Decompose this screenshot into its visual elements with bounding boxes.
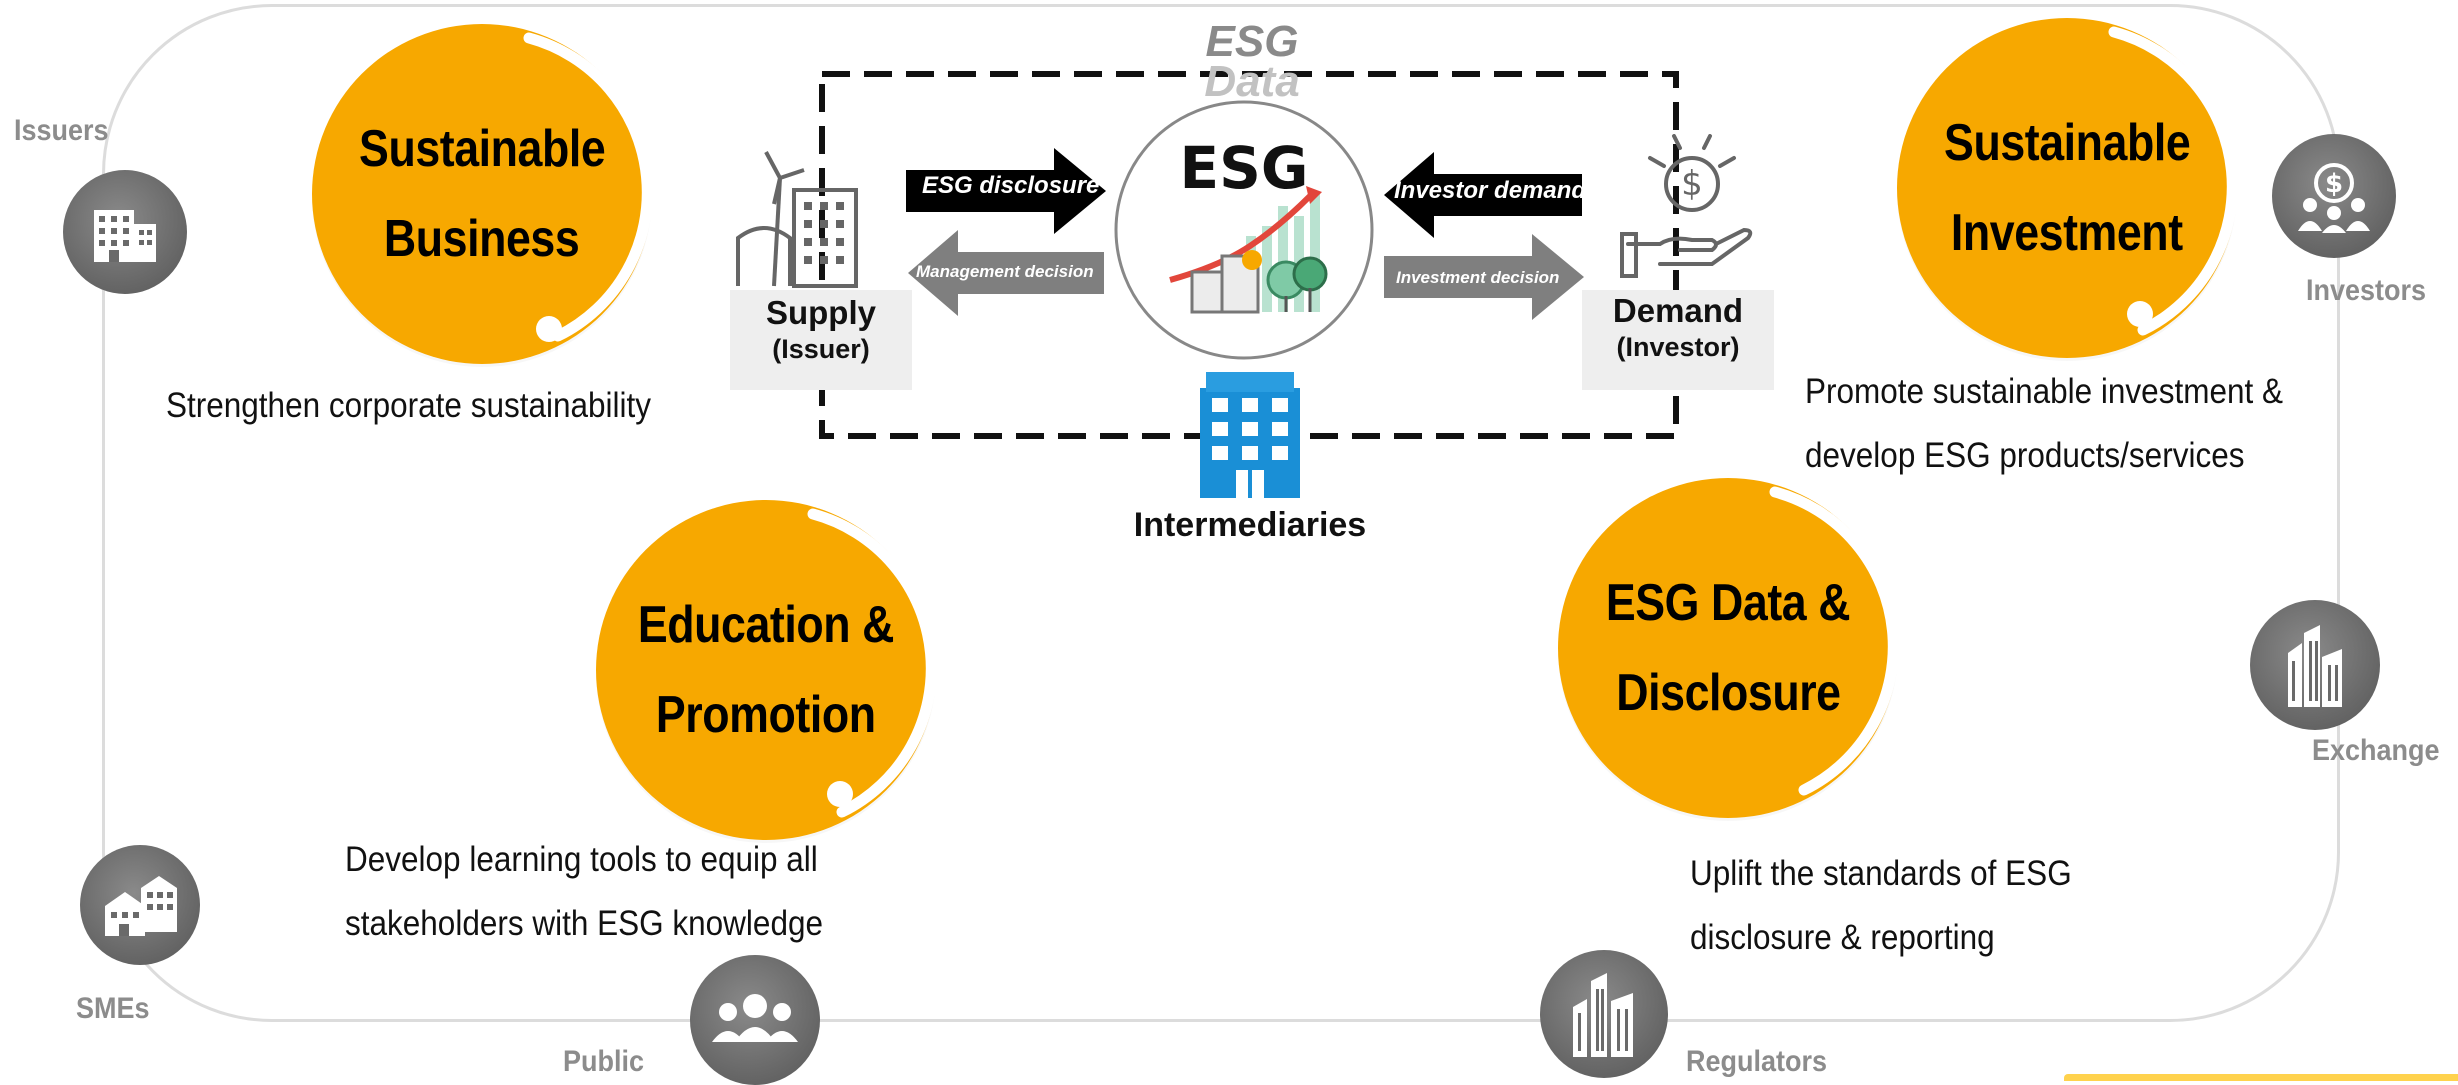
- pillar-title-line1: Sustainable: [358, 120, 606, 178]
- supply-label-line2: (Issuer): [772, 334, 870, 364]
- factory-windmill-icon: [736, 151, 858, 288]
- intermediaries-label: Intermediaries: [1133, 506, 1367, 544]
- city-buildings-icon: [1540, 950, 1668, 1078]
- pillar-description: Promote sustainable investment & develop…: [1805, 360, 2283, 488]
- arrow-investor-demand-label: Investor demand: [1394, 177, 1587, 204]
- arrow-management-decision-label: Management decision: [916, 262, 1094, 281]
- pillar-title-line1: Sustainable: [1943, 114, 2191, 172]
- demand-label-line2: (Investor): [1616, 332, 1740, 362]
- description-line: Uplift the standards of ESG: [1690, 854, 2072, 893]
- description-line: stakeholders with ESG knowledge: [345, 904, 824, 943]
- stakeholder-label-issuers: Issuers: [14, 114, 109, 147]
- stakeholder-label-investors: Investors: [2306, 274, 2427, 307]
- arrow-investment-decision: [1384, 234, 1584, 320]
- blue-building-icon: [1200, 372, 1300, 498]
- arrow-management-decision: [908, 230, 1104, 316]
- stakeholder-label-exchange: Exchange: [2312, 734, 2440, 767]
- demand-node-bg: [1582, 290, 1774, 390]
- money-hand-outline-icon: $: [1620, 134, 1753, 278]
- pillar-title-line2: Investment: [1951, 204, 2183, 262]
- pillar-title: Sustainable Business: [312, 24, 652, 364]
- esg-center-circle: [1114, 100, 1374, 360]
- arrow-investment-decision-label: Investment decision: [1396, 268, 1560, 287]
- pillar-description: Strengthen corporate sustainability: [166, 374, 651, 438]
- esg-center-label: ESG: [1179, 134, 1309, 202]
- ecosystem-frame: [102, 4, 2340, 1022]
- supply-label: Supply (Issuer): [730, 294, 912, 366]
- esg-data-title: ESG Data: [1192, 17, 1312, 106]
- description-line: Promote sustainable investment &: [1805, 372, 2283, 411]
- supply-label-line1: Supply: [765, 294, 876, 331]
- demand-label: Demand (Investor): [1582, 292, 1774, 364]
- office-building-icon: [63, 170, 187, 294]
- supply-node-bg: [730, 290, 912, 390]
- pillar-ring-arc: [523, 32, 653, 342]
- pillar-title-line2: Disclosure: [1615, 664, 1841, 722]
- svg-text:$: $: [1681, 164, 1703, 204]
- pillar-title: ESG Data & Disclosure: [1558, 478, 1898, 818]
- accent-strip: [2064, 1074, 2458, 1081]
- description-line: Strengthen corporate sustainability: [166, 386, 652, 425]
- pillar-title-line1: ESG Data &: [1605, 574, 1851, 632]
- description-line: disclosure & reporting: [1690, 918, 1995, 957]
- skyscraper-icon: [2250, 600, 2380, 730]
- small-buildings-icon: [80, 845, 200, 965]
- svg-text:$: $: [2325, 169, 2343, 199]
- pillar-description: Uplift the standards of ESG disclosure &…: [1690, 842, 2072, 970]
- stakeholder-label-smes: SMEs: [76, 992, 150, 1025]
- demand-label-line1: Demand: [1612, 292, 1744, 329]
- arrow-esg-disclosure: [906, 148, 1106, 234]
- pillar-title-line2: Promotion: [656, 686, 876, 744]
- stakeholder-label-regulators: Regulators: [1686, 1045, 1828, 1078]
- pillar-ring-arc: [2108, 26, 2238, 336]
- pillar-title: Education & Promotion: [596, 500, 936, 840]
- pillar-title-line2: Business: [384, 210, 580, 268]
- esg-data-title-line1: ESG: [1205, 17, 1299, 66]
- people-group-icon: [690, 955, 820, 1085]
- esg-data-title-line2: Data: [1204, 57, 1300, 106]
- arrow-esg-disclosure-label: ESG disclosure: [922, 172, 1100, 199]
- stakeholder-label-public: Public: [563, 1045, 645, 1078]
- money-hand-icon: $: [2272, 134, 2396, 258]
- description-line: Develop learning tools to equip all: [345, 840, 818, 879]
- pillar-ring-arc: [1769, 486, 1899, 796]
- pillar-ring-arc: [807, 508, 937, 818]
- description-line: develop ESG products/services: [1805, 436, 2245, 475]
- pillar-description: Develop learning tools to equip all stak…: [345, 828, 823, 956]
- pillar-title: Sustainable Investment: [1897, 18, 2237, 358]
- pillar-title-line1: Education &: [637, 596, 895, 654]
- arrow-investor-demand: [1384, 152, 1582, 238]
